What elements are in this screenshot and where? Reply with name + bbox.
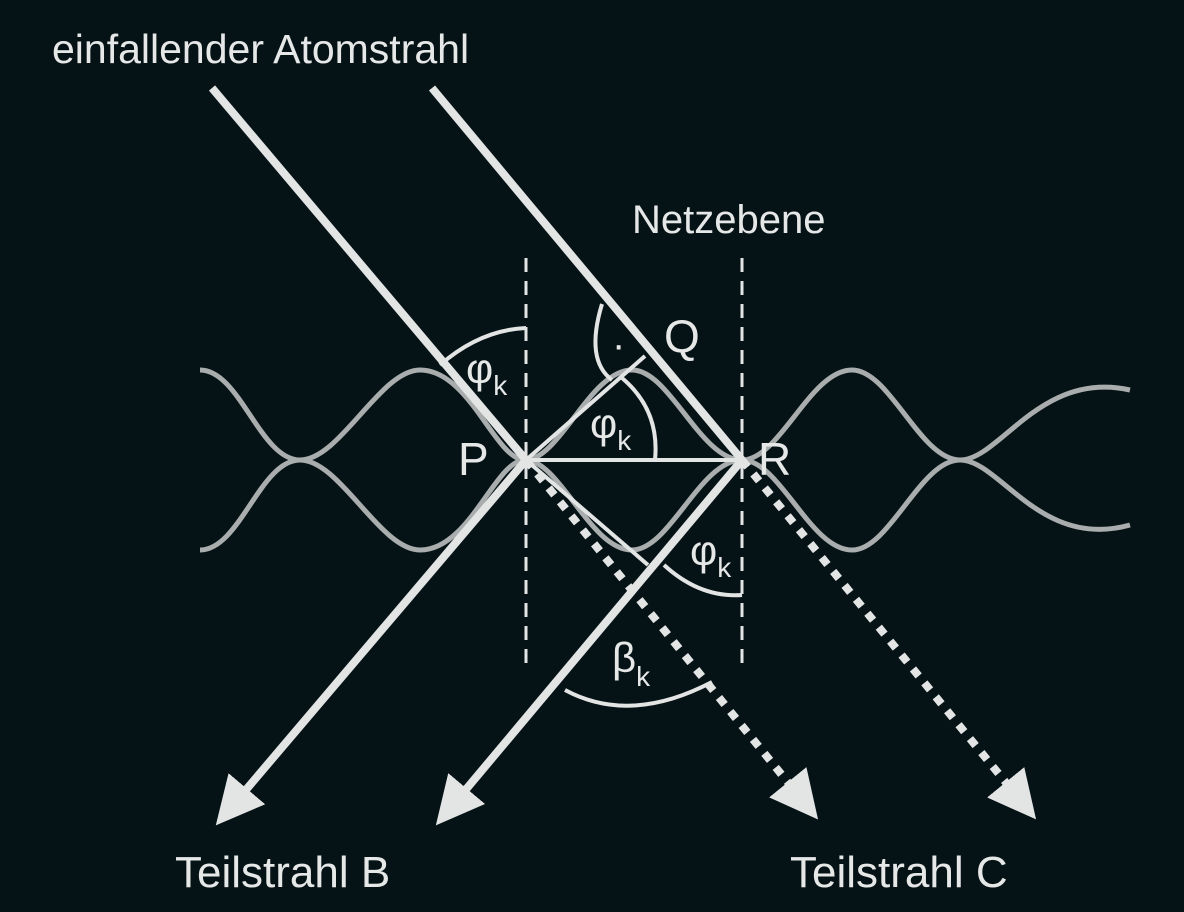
- angle-label-phi-inner: φk: [590, 400, 632, 456]
- angle-label-beta: βk: [612, 634, 651, 692]
- line-p-q: [524, 354, 647, 462]
- beam-b-line-2: [435, 457, 746, 826]
- angle-label-phi-r: φk: [690, 527, 732, 583]
- incoming-beam-label: einfallender Atomstrahl: [52, 26, 469, 72]
- point-p-label: P: [458, 433, 489, 485]
- beam-b-line-1: [215, 457, 530, 826]
- beam-c-line-1: [522, 457, 819, 820]
- beam-c-label: Teilstrahl C: [790, 848, 1008, 897]
- point-r-label: R: [758, 433, 791, 485]
- beam-b-label: Teilstrahl B: [175, 848, 390, 897]
- incoming-beam-2: [428, 85, 746, 463]
- lattice-plane-label: Netzebene: [632, 198, 825, 242]
- lattice-wave-lower: [199, 457, 1131, 553]
- angle-label-phi-p: φk: [466, 345, 508, 401]
- angle-arc-phi-r: [662, 563, 743, 598]
- angle-arc-phi-p: [438, 326, 527, 367]
- angle-arc-phi-inner: [620, 376, 658, 461]
- angle-arc-beta: [564, 680, 713, 708]
- angle-arc-right-q: [593, 303, 614, 382]
- incoming-beam-1: [208, 85, 530, 463]
- beam-c-line-2: [738, 457, 1037, 820]
- right-angle-dot: ·: [612, 323, 625, 367]
- point-q-label: Q: [664, 310, 700, 362]
- line-p-lower: [524, 458, 650, 567]
- lattice-wave-upper: [199, 367, 1131, 463]
